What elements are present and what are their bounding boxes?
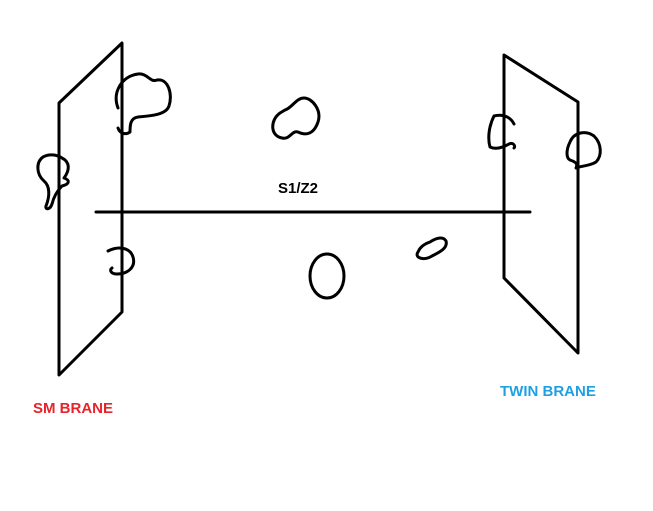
squiggle-center-top — [271, 96, 321, 140]
twin-brane-label: TWIN BRANE — [500, 383, 596, 400]
squiggle-sm-bottom — [106, 246, 136, 276]
loop-center — [308, 252, 346, 300]
squiggle-center-right — [415, 236, 448, 261]
squiggle-sm-top — [114, 72, 172, 136]
squiggle-twin-right — [565, 131, 602, 170]
twin-brane-plane — [502, 53, 580, 355]
sm-brane-plane — [57, 41, 124, 377]
squiggle-twin-left — [487, 113, 517, 150]
sm-brane-label: SM BRANE — [33, 400, 113, 417]
squiggle-sm-left — [36, 153, 70, 211]
bulk-label: S1/Z2 — [278, 180, 318, 197]
